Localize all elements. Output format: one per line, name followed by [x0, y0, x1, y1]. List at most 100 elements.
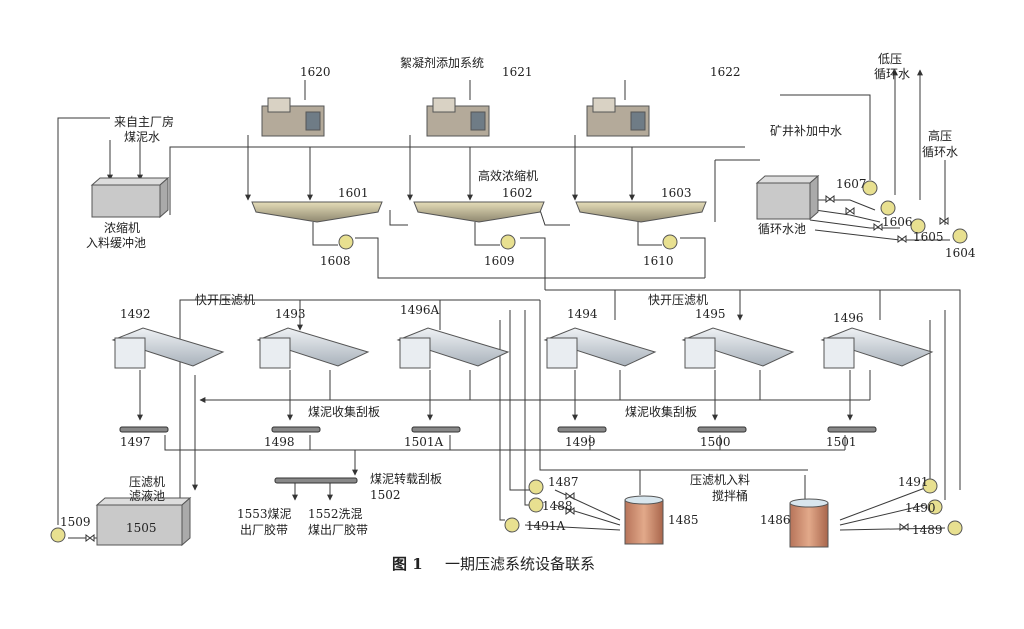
pumps — [50, 180, 968, 543]
id-1603: 1603 — [661, 186, 692, 200]
pump-icon-1509 — [50, 527, 66, 543]
filter-press-1495 — [681, 327, 795, 369]
valve-icon — [825, 195, 835, 203]
id-1495: 1495 — [695, 307, 726, 321]
valve-icon — [897, 235, 907, 243]
id-1604: 1604 — [945, 246, 976, 260]
pump-icon-1609 — [500, 234, 516, 250]
label-belt-1552-2: 煤出厂胶带 — [308, 522, 368, 537]
label-filter-press-left: 快开压滤机 — [195, 293, 255, 307]
pipe-network — [57, 69, 961, 539]
filter-press-1492 — [111, 327, 225, 369]
flocculant-dosing-units — [261, 97, 650, 137]
transfer-scraper-1502 — [274, 477, 358, 484]
filter-press-1496 — [820, 327, 934, 369]
thickener-1601 — [251, 201, 383, 223]
label-belt-1552-1: 1552洗混 — [308, 507, 363, 521]
label-flocculant-system: 絮凝剂添加系统 — [400, 55, 484, 70]
scraper-1501 — [827, 426, 877, 433]
id-1491: 1491 — [898, 475, 929, 489]
dosing-unit-1621 — [426, 97, 490, 137]
pump-icon-1605 — [910, 218, 926, 234]
id-1493: 1493 — [275, 307, 306, 321]
labels: 絮凝剂添加系统 1620 1621 1622 来自主厂房 煤泥水 浓缩机 入料缓… — [60, 52, 976, 573]
valves — [85, 195, 949, 542]
label-low-pressure-1: 低压 — [878, 52, 902, 66]
id-1496A: 1496A — [400, 303, 440, 317]
id-1486: 1486 — [760, 513, 791, 527]
scraper-1497 — [119, 426, 169, 433]
id-1509: 1509 — [60, 515, 91, 529]
valve-icon — [873, 223, 883, 231]
thickener-1602 — [413, 201, 545, 223]
valve-icon — [939, 217, 949, 225]
basins — [90, 174, 820, 547]
id-1497: 1497 — [120, 435, 151, 449]
valve-icon — [845, 207, 855, 215]
label-scraper-right: 煤泥收集刮板 — [625, 404, 697, 419]
id-1607: 1607 — [836, 177, 867, 191]
thickener-1603 — [575, 201, 707, 223]
thickeners — [251, 201, 707, 223]
id-1490: 1490 — [905, 501, 936, 515]
pump-icon-1607 — [862, 180, 878, 196]
label-buffer-tank-1: 浓缩机 — [104, 220, 140, 235]
scrapers — [119, 426, 877, 484]
valve-icon — [565, 492, 575, 500]
scraper-1498 — [271, 426, 321, 433]
label-filtrate-tank-2: 滤液池 — [129, 488, 165, 503]
id-1492: 1492 — [120, 307, 151, 321]
label-high-pressure-2: 循环水 — [922, 145, 958, 159]
mixing-tank-1485 — [624, 495, 664, 545]
label-belt-1553-2: 出厂胶带 — [240, 522, 288, 537]
pump-icon-1490 — [927, 499, 943, 515]
label-high-pressure-1: 高压 — [928, 128, 952, 143]
scraper-1499 — [557, 426, 607, 433]
label-circulating-tank: 循环水池 — [758, 222, 806, 236]
filter-press-1493 — [256, 327, 370, 369]
pump-icon-1487 — [528, 479, 544, 495]
pump-icon-1488 — [528, 497, 544, 513]
id-1609: 1609 — [484, 254, 515, 268]
label-mixing-tank-1: 压滤机入料 — [690, 473, 750, 487]
id-1498: 1498 — [264, 435, 295, 449]
id-1501A: 1501A — [404, 435, 444, 449]
id-1488: 1488 — [542, 499, 573, 513]
filtrate-tank-1505 — [95, 496, 192, 547]
pump-icon-1608 — [338, 234, 354, 250]
id-1622: 1622 — [710, 65, 741, 79]
id-1505: 1505 — [126, 521, 157, 535]
label-coal-slime-water-2: 煤泥水 — [124, 130, 160, 144]
pump-icon-1491A — [504, 517, 520, 533]
label-thickener: 高效浓缩机 — [478, 168, 538, 183]
figure-caption: 一期压滤系统设备联系 — [445, 555, 595, 573]
label-mine-water: 矿井补加中水 — [770, 123, 842, 138]
filter-press-1496A — [396, 327, 510, 369]
label-buffer-tank-2: 入料缓冲池 — [86, 235, 146, 250]
valve-icon — [899, 523, 909, 531]
valve-icon — [85, 534, 95, 542]
id-1500: 1500 — [700, 435, 731, 449]
id-1501: 1501 — [826, 435, 857, 449]
label-filtrate-tank-1: 压滤机 — [129, 475, 165, 489]
dosing-unit-1622 — [586, 97, 650, 137]
label-scraper-left: 煤泥收集刮板 — [308, 404, 380, 419]
id-1620: 1620 — [300, 65, 331, 79]
id-1485: 1485 — [668, 513, 699, 527]
pump-icon-1610 — [662, 234, 678, 250]
id-1487: 1487 — [548, 475, 579, 489]
mixing-tanks — [624, 495, 829, 548]
scraper-1501A — [411, 426, 461, 433]
id-1605: 1605 — [913, 230, 944, 244]
id-1601: 1601 — [338, 186, 369, 200]
mixing-tank-1486 — [789, 498, 829, 548]
id-1491A: 1491A — [526, 519, 566, 533]
label-low-pressure-2: 循环水 — [874, 67, 910, 81]
id-1499: 1499 — [565, 435, 596, 449]
id-1602: 1602 — [502, 186, 533, 200]
valve-icon — [565, 507, 575, 515]
id-1621: 1621 — [502, 65, 533, 79]
label-mixing-tank-2: 搅拌桶 — [712, 488, 748, 503]
id-1610: 1610 — [643, 254, 674, 268]
